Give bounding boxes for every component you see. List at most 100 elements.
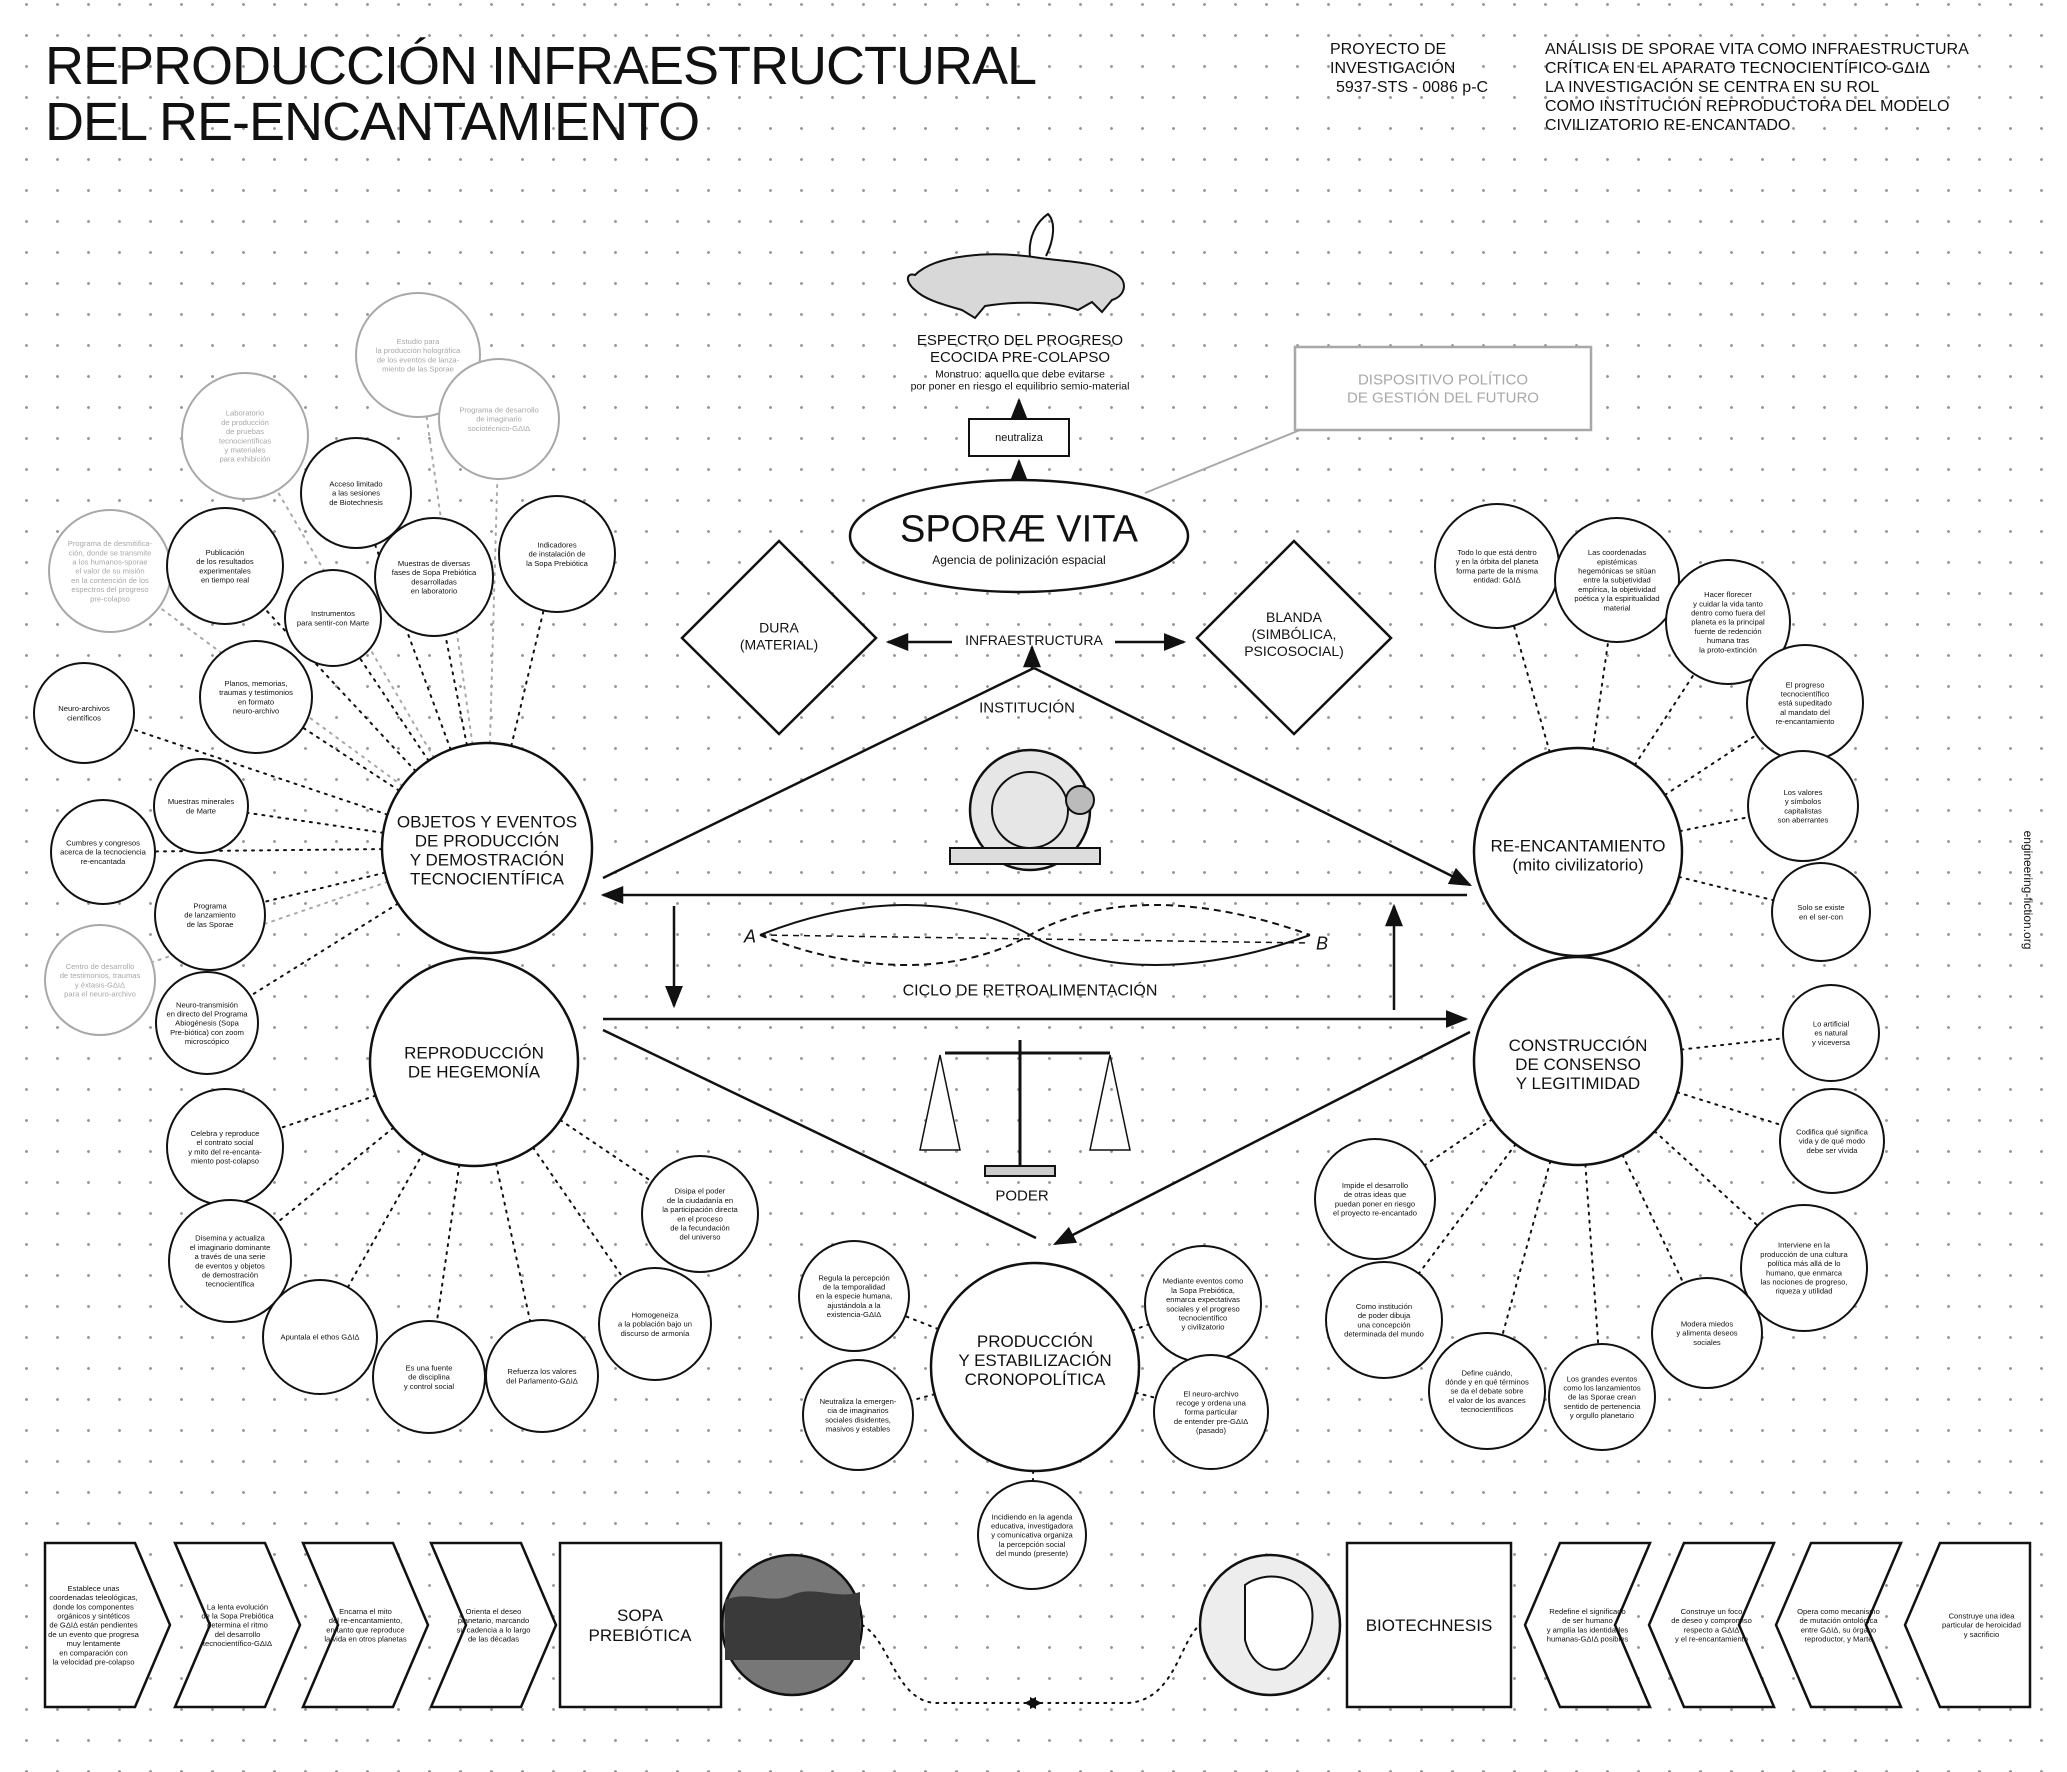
bottom-left-arrow-label-2-line: en tanto que reproduce <box>326 1625 405 1634</box>
satellite-bottom-label-4-line: recoge y ordena una <box>1176 1398 1246 1407</box>
hub-label-objetos-line: OBJETOS Y EVENTOS <box>397 812 577 831</box>
satellite-left-label-14-line: y éxtasis-GΔIΔ <box>75 980 125 989</box>
hub-label-consenso-line: CONSTRUCCIÓN <box>1509 1036 1648 1055</box>
specter-beast-illustration <box>906 253 1125 320</box>
satellite-right-label-7-line: vida y de qué modo <box>1799 1137 1865 1146</box>
connector-left-16 <box>278 1094 377 1130</box>
satellite-left-label-7-line: Indicadores <box>537 540 576 549</box>
satellite-left-label-10-line: Neuro-archivos <box>58 704 110 713</box>
satellite-left-label-1-line: Programa de desarrollo <box>459 405 538 414</box>
connector-right-11 <box>1501 1160 1552 1337</box>
satellite-right-label-1-line: empírica, la objetividad <box>1578 585 1656 594</box>
hub-cronopolitica <box>929 1261 1141 1473</box>
blanda-diamond <box>1195 539 1393 736</box>
neutraliza-label: neutraliza <box>995 432 1044 444</box>
satellite-left-label-2-line: de pruebas <box>226 427 264 436</box>
satellite-left-label-5-line: Publicación <box>206 548 245 557</box>
bottom-left-arrow-label-3-line: planetario, marcando <box>458 1616 529 1625</box>
satellite-right-label-6-line: Lo artificial <box>1813 1019 1850 1028</box>
satellite-left-label-22-line: del universo <box>680 1233 721 1242</box>
satellite-left-label-5-line: en tiempo real <box>201 575 249 584</box>
neutraliza-box <box>968 418 1070 457</box>
connector-left-4 <box>158 606 404 787</box>
bottom-left-arrow-label-1-line: determina el ritmo <box>207 1621 268 1630</box>
bottom-right-arrow-label-3-line: Construye una idea <box>1949 1611 2016 1620</box>
satellite-left-label-17-line: Disemina y actualiza <box>195 1234 265 1243</box>
bottom-right-arrow-label-0-line: y amplía las identidades <box>1547 1625 1629 1634</box>
bottom-right-arrow-1 <box>1647 1541 1776 1709</box>
satellite-right-label-10-line: Los grandes eventos <box>1567 1374 1638 1383</box>
satellite-right-1 <box>1554 517 1680 643</box>
satellite-bottom-label-4-line: de entender pre-GΔIΔ <box>1174 1417 1248 1426</box>
satellite-right-label-6-line: y viceversa <box>1812 1038 1851 1047</box>
hub-label-cronopolitica-line: PRODUCCIÓN <box>977 1332 1093 1351</box>
feedback-wave-solid <box>759 904 1311 966</box>
satellite-bottom-label-3-line: tecnocientífico <box>1179 1313 1228 1322</box>
satellite-left-20 <box>485 1319 599 1433</box>
satellite-right-label-9-line: Modera miedos <box>1681 1319 1734 1328</box>
satellite-left-19 <box>372 1320 486 1434</box>
satellite-left-7 <box>498 495 616 613</box>
satellite-left-label-8-line: Instrumentos <box>311 609 355 618</box>
satellite-right-label-2-line: planeta es la principal <box>1691 618 1765 627</box>
satellite-left-label-7-line: la Sopa Prebiótica <box>526 559 588 568</box>
connector-left-12 <box>153 848 384 853</box>
satellite-right-label-12-line: de poder dibuja <box>1358 1311 1411 1320</box>
satellite-right-label-11-line: tecnocientíficos <box>1461 1405 1514 1414</box>
satellite-left-label-13-line: de las Sporae <box>187 920 234 929</box>
satellite-left-label-17-line: a través de una serie <box>195 1252 266 1261</box>
bottom-left-arrow-label-2-line: Encarna el mito <box>339 1607 392 1616</box>
satellite-right-label-9-line: y alimenta deseos <box>1676 1329 1737 1338</box>
satellite-left-label-5-line: de los resultados <box>196 557 254 566</box>
hub-label-cronopolitica-line: Y ESTABILIZACIÓN <box>958 1351 1111 1370</box>
specter-subtitle-line: Monstruo: aquello que debe evitarse <box>935 369 1105 381</box>
satellite-right-label-3-line: tecnocientífico <box>1781 689 1830 698</box>
institucion-right-edge <box>1033 666 1473 887</box>
scale-left-pan <box>919 1054 961 1151</box>
satellite-right-label-11-line: dónde y en qué términos <box>1445 1377 1529 1386</box>
satellite-right-label-1-line: epistémicas <box>1597 557 1637 566</box>
satellite-right-label-2-line: la proto-extinción <box>1699 645 1757 654</box>
dispositivo-label-line: DE GESTIÓN DEL FUTURO <box>1347 389 1539 406</box>
satellite-left-label-4-line: espectros del progreso <box>71 585 148 594</box>
satellite-bottom-label-4-line: forma particular <box>1185 1408 1238 1417</box>
satellite-bottom-label-1-line: sociales disidentes, <box>825 1415 891 1424</box>
bottom-left-arrow-label-0-line: en comparación con <box>59 1648 127 1657</box>
connector-bottom-4 <box>1134 1391 1157 1399</box>
bottom-left-arrow-2 <box>301 1541 430 1709</box>
bottom-left-arrow-label-0-line: Establece unas <box>68 1584 120 1593</box>
bottom-right-arrow-label-3-line: y sacrificio <box>1964 1630 1999 1639</box>
satellite-left-label-7-line: de instalación de <box>529 550 586 559</box>
satellite-right-label-8-line: las nociones de progreso, <box>1761 1277 1848 1286</box>
satellite-right-label-2-line: y cuidar la vida tanto <box>1693 599 1763 608</box>
satellite-left-label-4-line: a los humanos-sporae <box>72 557 147 566</box>
satellite-left-label-19-line: de disciplina <box>408 1373 451 1382</box>
satellite-left-label-14-line: para el neuro-archivo <box>64 989 136 998</box>
dura-label-line: DURA <box>759 619 799 635</box>
blanda-label-line: (SIMBÓLICA, <box>1252 626 1337 642</box>
phrenology-face <box>1244 1575 1314 1671</box>
satellite-left-10 <box>33 662 135 764</box>
connector-right-0 <box>1512 624 1551 753</box>
sopa-prebiotica-box <box>558 1541 723 1709</box>
satellite-bottom-label-2-line: del mundo (presente) <box>996 1549 1069 1558</box>
satellite-right-label-3-line: re-encantamiento <box>1775 717 1834 726</box>
satellite-right-label-10-line: y orgullo planetario <box>1570 1411 1634 1420</box>
specter-rider-illustration <box>1028 212 1054 258</box>
satellite-right-label-1-line: Las coordenadas <box>1588 548 1646 557</box>
satellite-left-label-2-line: para exhibición <box>219 455 270 464</box>
satellite-bottom-label-4-line: El neuro-archivo <box>1183 1389 1238 1398</box>
project-line-1: PROYECTO DE <box>1330 41 1447 58</box>
satellite-left-label-4: Programa de desmitifica-ción, donde se t… <box>68 539 153 603</box>
satellite-right-label-4-line: capitalistas <box>1784 806 1822 815</box>
feedback-axis <box>759 934 1311 944</box>
